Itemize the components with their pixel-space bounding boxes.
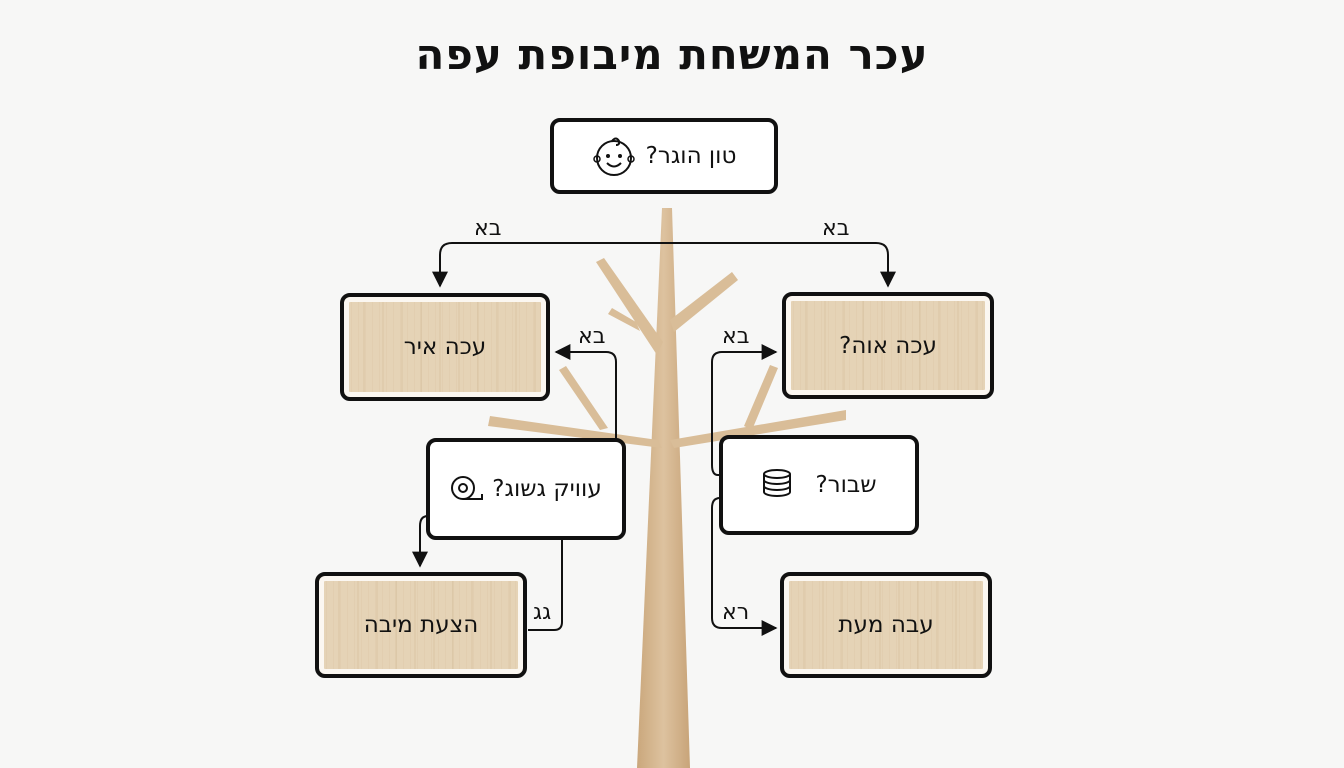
diagram-title: עכר המשחת מיבופת עפה bbox=[415, 30, 929, 79]
connectors bbox=[412, 242, 896, 636]
node-right-question: עכה אוה? bbox=[782, 292, 994, 399]
tape-roll-icon bbox=[450, 475, 484, 503]
node-mid-right-question: שבור? bbox=[719, 435, 919, 535]
tree-branch-lower-right-up bbox=[744, 365, 778, 430]
edge-midleft-to-bottomleft-right bbox=[528, 538, 563, 631]
node-bottom-right-leaf: עבה מעת bbox=[780, 572, 992, 678]
edge-label-midleft-bottomleft: גג bbox=[533, 600, 552, 625]
node-left-top-leaf: עכה איר bbox=[340, 293, 550, 401]
baby-face-icon bbox=[592, 134, 636, 178]
tree-branch-upper-left bbox=[596, 258, 663, 355]
node-root: טון הוגר? bbox=[550, 118, 778, 194]
node-mid-left-question-label: עוויק גשוג? bbox=[492, 476, 602, 502]
edge-midleft-to-lefttop bbox=[554, 344, 617, 440]
tree-branch-lower-right bbox=[670, 410, 846, 448]
node-right-question-label: עכה אוה? bbox=[839, 332, 937, 359]
edge-label-midright-bottomright: רא bbox=[722, 600, 750, 625]
coin-stack-icon bbox=[761, 468, 793, 502]
node-mid-right-question-label: שבור? bbox=[815, 472, 877, 498]
edge-midright-to-bottomright bbox=[711, 497, 778, 636]
node-root-label: טון הוגר? bbox=[645, 143, 737, 169]
tree-trunk bbox=[637, 208, 690, 768]
tree-illustration bbox=[488, 208, 846, 768]
edge-label-root-left: בא bbox=[474, 216, 502, 241]
node-bottom-right-leaf-label: עבה מעת bbox=[838, 612, 934, 638]
node-left-top-leaf-label: עכה איר bbox=[403, 334, 487, 360]
node-mid-left-question: עוויק גשוג? bbox=[426, 438, 626, 540]
node-bottom-left-leaf: הצעת מיבה bbox=[315, 572, 527, 678]
edge-label-midleft-lefttop: בא bbox=[578, 324, 606, 349]
edge-midright-to-rightq bbox=[711, 344, 778, 476]
edge-label-midright-rightq: בא bbox=[722, 324, 750, 349]
tree-branch-upper-right bbox=[670, 272, 738, 332]
edge-root-to-left bbox=[432, 242, 500, 288]
tree-branch-lower-left-up bbox=[559, 366, 608, 430]
edge-root-to-right bbox=[820, 242, 896, 288]
node-bottom-left-leaf-label: הצעת מיבה bbox=[363, 612, 479, 638]
tree-branch-upper-left-twig bbox=[608, 308, 640, 331]
edge-label-root-right: בא bbox=[822, 216, 850, 241]
